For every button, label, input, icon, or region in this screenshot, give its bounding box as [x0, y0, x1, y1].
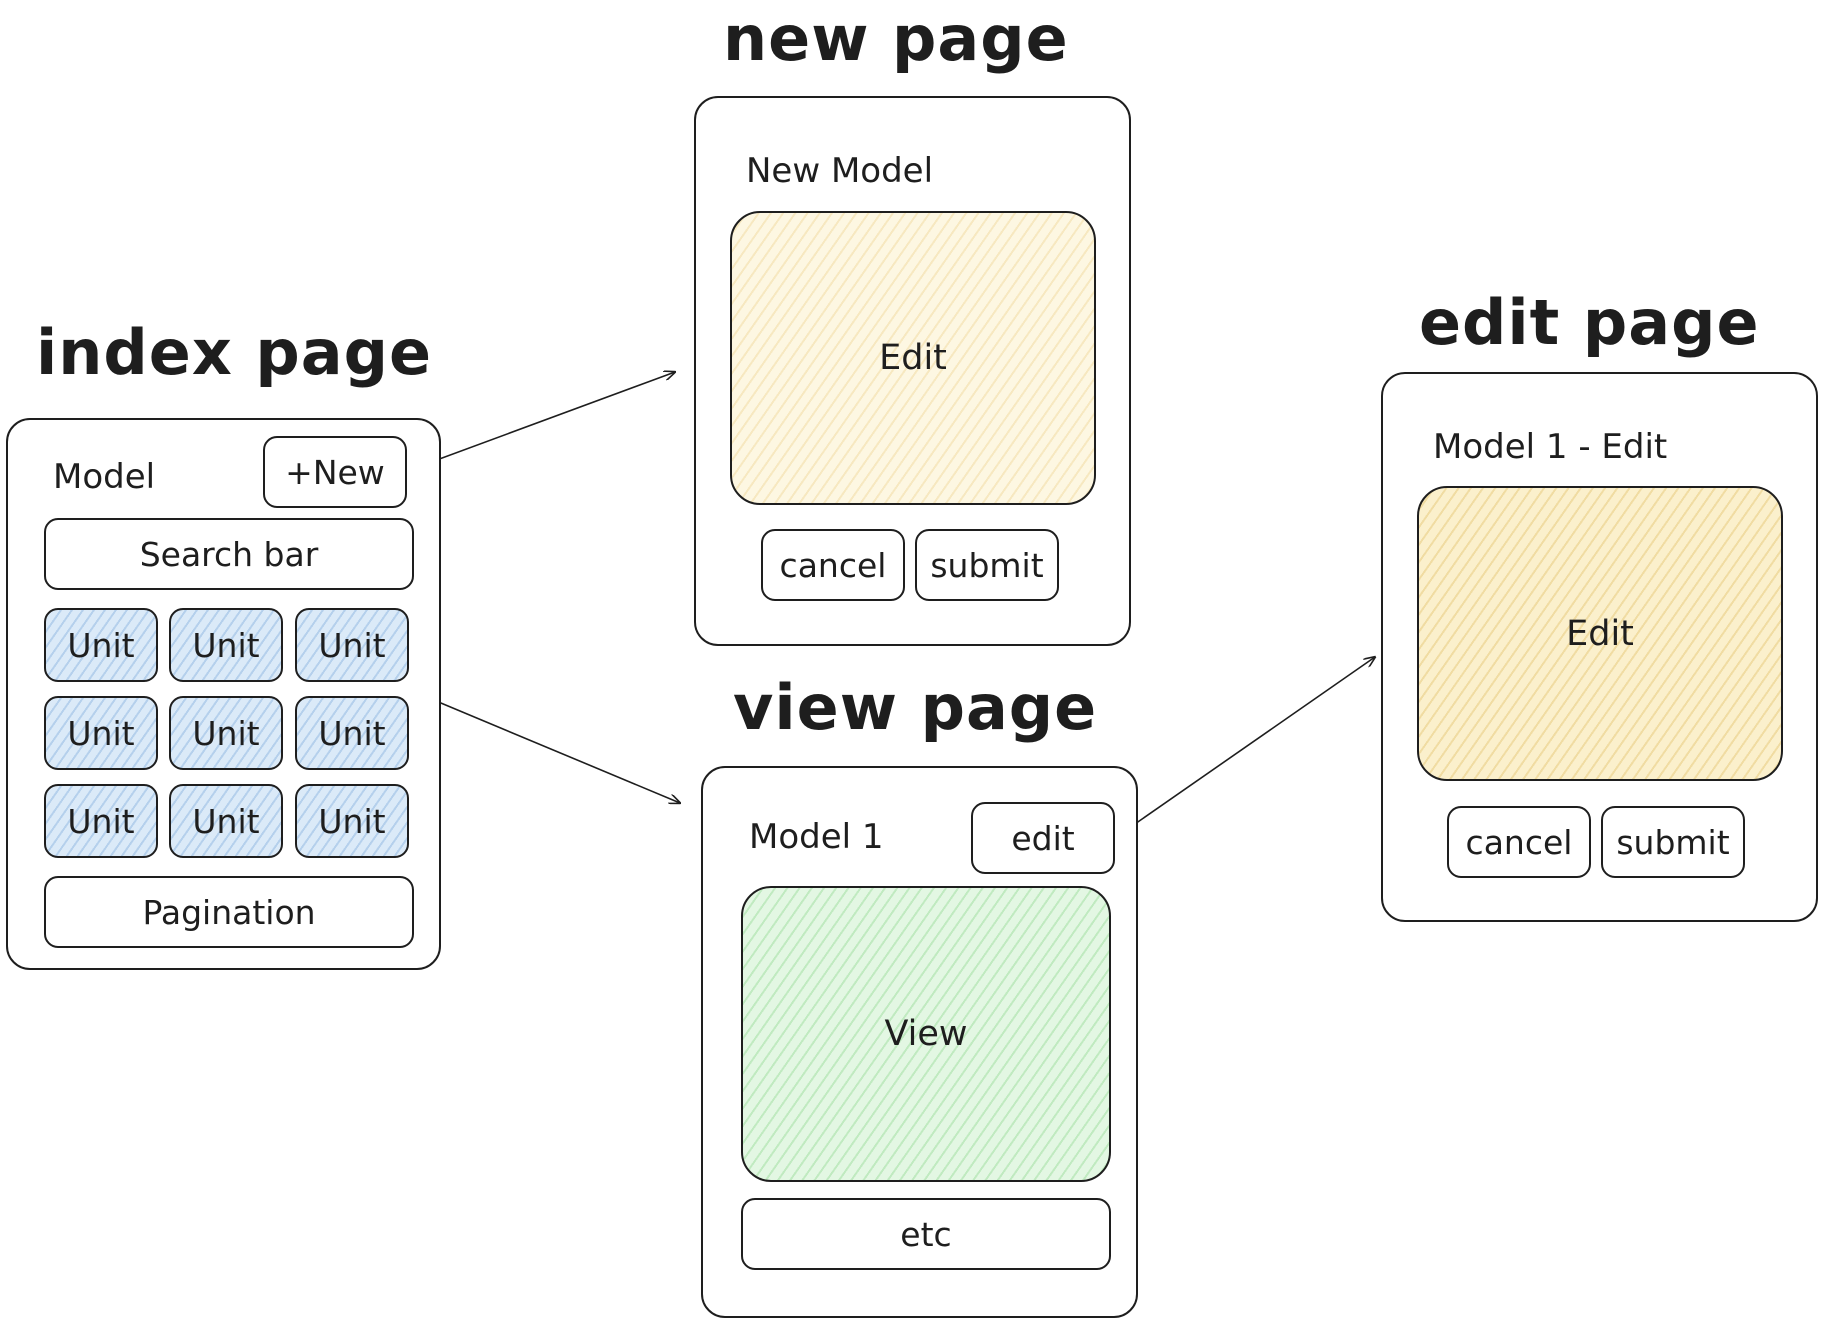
unit-card[interactable]: Unit: [295, 608, 409, 682]
arrow-index-to-new: [414, 372, 675, 469]
edit-page-heading: edit page: [1419, 286, 1760, 359]
index-model-title: Model: [53, 457, 156, 497]
view-page-frame: Model 1 edit View etc: [701, 766, 1138, 1318]
view-model-title: Model 1: [749, 817, 884, 857]
edit-button[interactable]: edit: [971, 802, 1115, 874]
unit-card[interactable]: Unit: [169, 696, 283, 770]
pagination[interactable]: Pagination: [44, 876, 414, 948]
edit-submit-button[interactable]: submit: [1601, 806, 1745, 878]
unit-card[interactable]: Unit: [169, 784, 283, 858]
view-area: View: [741, 886, 1111, 1182]
edit-page-frame: Model 1 - Edit Edit cancel submit: [1381, 372, 1818, 922]
edit-model-title: Model 1 - Edit: [1433, 427, 1668, 467]
unit-card[interactable]: Unit: [295, 696, 409, 770]
unit-card[interactable]: Unit: [44, 784, 158, 858]
arrow-view-to-edit: [1121, 657, 1375, 834]
new-model-title: New Model: [746, 151, 934, 191]
new-page-heading: new page: [723, 2, 1069, 75]
new-form-area[interactable]: Edit: [730, 211, 1096, 505]
index-page-heading: index page: [36, 316, 433, 389]
unit-card[interactable]: Unit: [169, 608, 283, 682]
view-page-heading: view page: [733, 671, 1098, 744]
new-submit-button[interactable]: submit: [915, 529, 1059, 601]
new-cancel-button[interactable]: cancel: [761, 529, 905, 601]
arrow-index-to-view: [404, 687, 680, 803]
unit-card[interactable]: Unit: [44, 696, 158, 770]
index-page-frame: Model +New Search bar Unit Unit Unit Uni…: [6, 418, 441, 970]
new-button[interactable]: +New: [263, 436, 407, 508]
edit-form-area[interactable]: Edit: [1417, 486, 1783, 781]
unit-card[interactable]: Unit: [295, 784, 409, 858]
search-bar[interactable]: Search bar: [44, 518, 414, 590]
new-page-frame: New Model Edit cancel submit: [694, 96, 1131, 646]
etc-box: etc: [741, 1198, 1111, 1270]
unit-card[interactable]: Unit: [44, 608, 158, 682]
edit-cancel-button[interactable]: cancel: [1447, 806, 1591, 878]
